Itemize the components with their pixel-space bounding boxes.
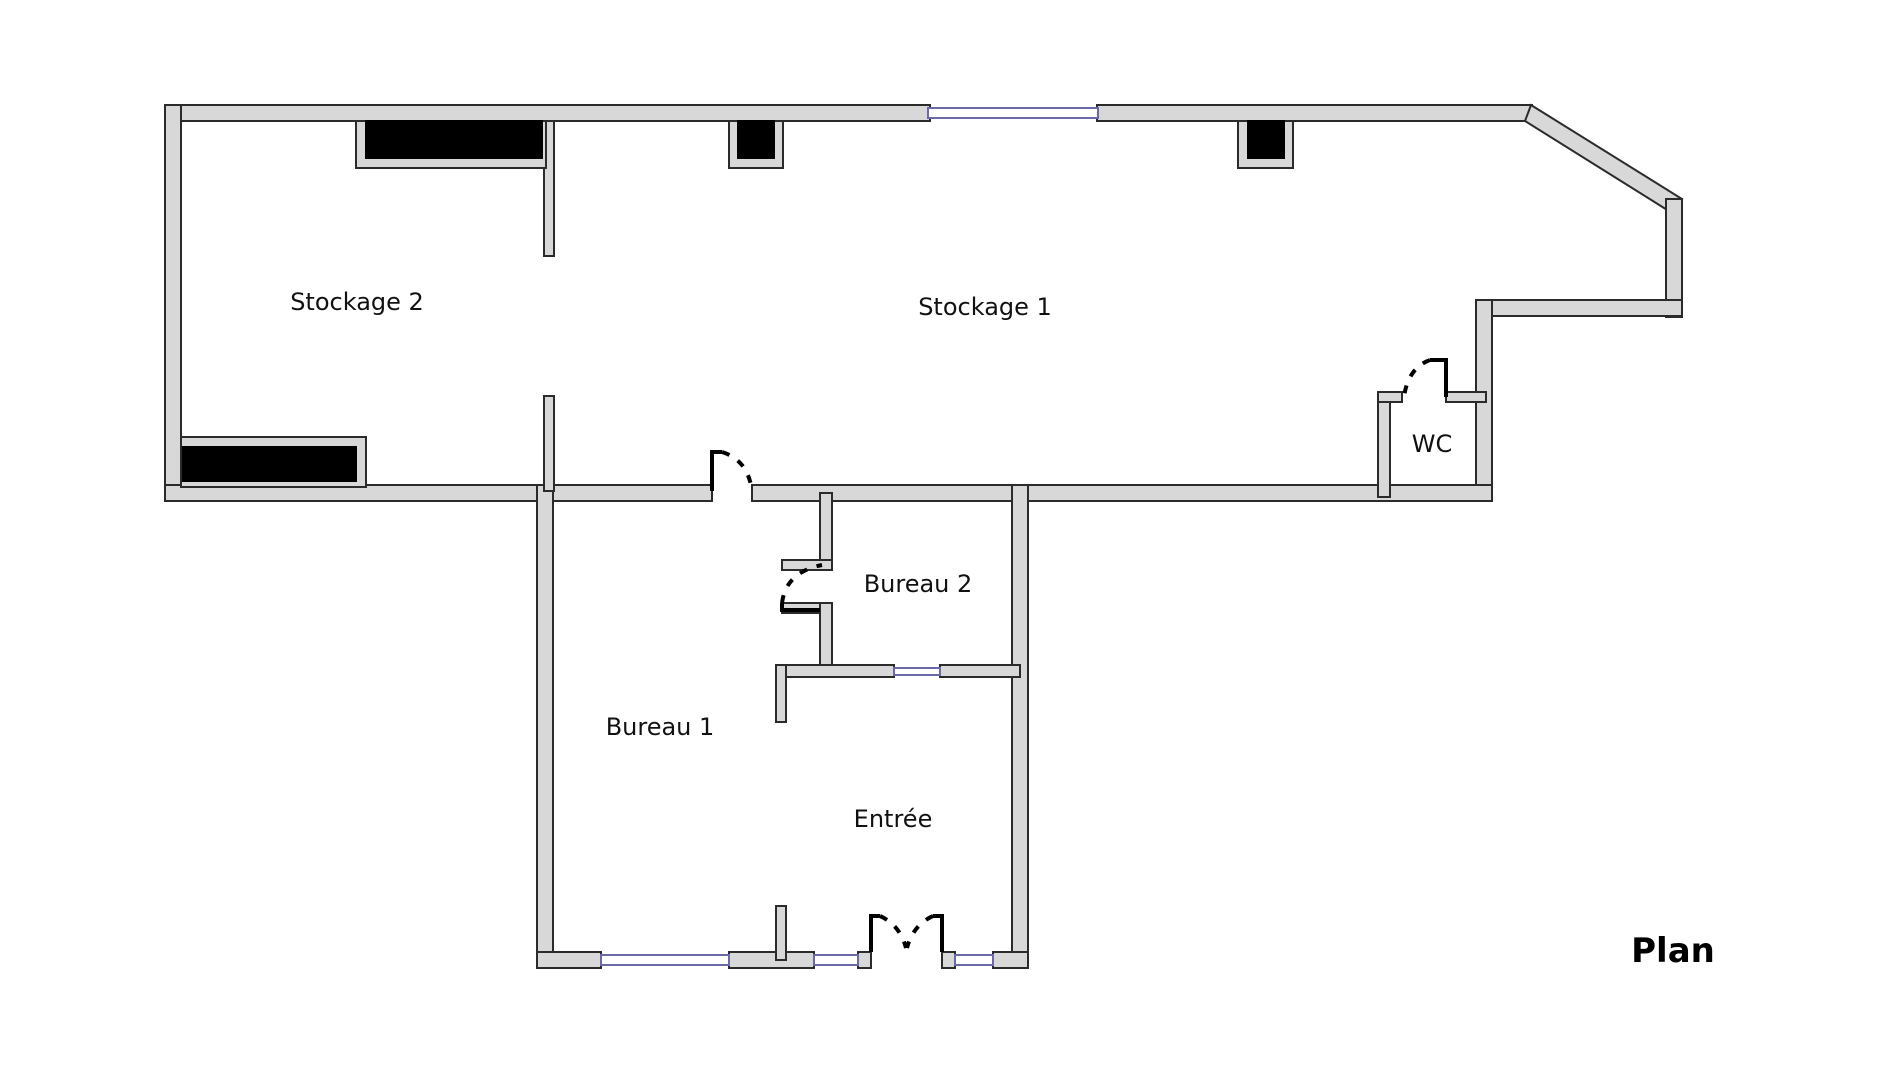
partition-storage-lower: [543, 395, 555, 492]
room-label-stockage1: Stockage 1: [918, 293, 1052, 321]
door-entrance: [869, 914, 944, 952]
wall-diagonal: [1523, 103, 1684, 215]
wall-left: [164, 104, 182, 502]
door-storage-bureau: [710, 450, 754, 492]
wall-offices-left: [536, 484, 554, 969]
outer-walls: [164, 103, 1684, 969]
wall-wc-left: [1377, 391, 1391, 498]
wall-bureau2-door-stub-upper: [781, 559, 833, 571]
wall-bureau2-bottom-right: [939, 664, 1021, 678]
room-label-bureau2: Bureau 2: [863, 570, 973, 598]
window-top: [927, 107, 1099, 119]
partition-bottom-stub: [775, 905, 787, 961]
door-wc: [1402, 358, 1448, 398]
wall-bureau2-left-lower: [819, 602, 833, 674]
wall-wc-top-left: [1377, 391, 1403, 403]
windows: [600, 107, 1099, 966]
wall-top-right: [1096, 104, 1533, 122]
wall-storage-bottom-right: [751, 484, 1493, 502]
cabinet-bottom: [182, 446, 357, 482]
room-label-stockage2: Stockage 2: [290, 288, 424, 316]
window-bureau2-bottom: [893, 667, 941, 676]
wall-top-left: [164, 104, 931, 122]
wall-bureau2-bottom-left: [775, 664, 895, 678]
room-label-wc: WC: [1411, 430, 1453, 458]
pillar-1: [737, 120, 775, 159]
wall-bottom-1: [536, 951, 602, 969]
partition-entree-stub: [775, 664, 787, 723]
cabinet-top: [365, 120, 543, 159]
wall-offices-right: [1011, 484, 1029, 969]
wall-wc-top-right: [1445, 391, 1487, 403]
door-bureau2: [780, 563, 823, 612]
wall-bureau2-left-upper: [819, 492, 833, 566]
wall-bottom-3: [857, 951, 872, 969]
wall-storage-bottom-mid: [544, 484, 713, 502]
room-label-bureau1: Bureau 1: [605, 713, 715, 741]
window-entree-bottom-right: [954, 954, 994, 966]
window-bureau1-bottom: [600, 954, 730, 966]
pillar-2: [1247, 120, 1285, 159]
wall-bottom-4: [941, 951, 956, 969]
window-entree-bottom-left: [813, 954, 859, 966]
plan-title: Plan: [1631, 931, 1715, 971]
wall-bottom-2: [728, 951, 815, 969]
room-label-entree: Entrée: [853, 805, 933, 833]
doors: [710, 358, 1448, 952]
wall-bottom-5: [992, 951, 1029, 969]
wall-step-horizontal: [1475, 299, 1683, 317]
partition-storage-upper: [543, 120, 555, 257]
filled-blocks: [180, 120, 1294, 488]
